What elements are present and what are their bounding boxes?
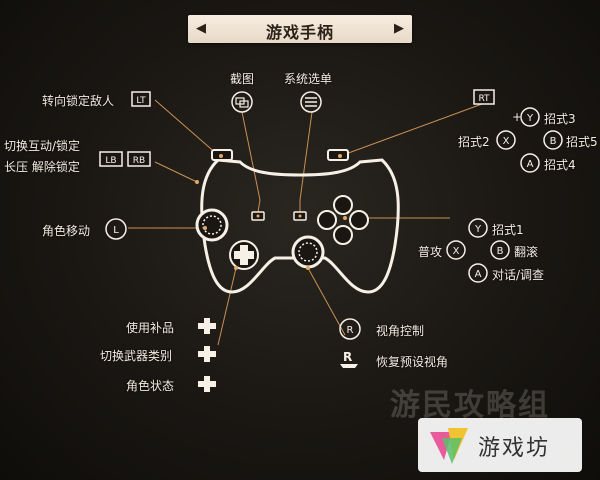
- b-icon: [490, 240, 510, 260]
- face-buttons-bottom: Y X B A: [446, 218, 510, 283]
- b-icon: [543, 130, 563, 150]
- label-hold-unlock: 长压 解除锁定: [4, 160, 80, 174]
- label-roll: 翻滚: [514, 245, 539, 259]
- svg-text:LT: LT: [136, 96, 146, 106]
- dpad-up-icon: [198, 318, 216, 334]
- label-talk: 对话/调查: [492, 268, 545, 282]
- a-icon: [520, 153, 540, 173]
- label-screenshot: 截图: [230, 72, 255, 86]
- label-style4: 招式4: [544, 158, 576, 172]
- svg-text:LB: LB: [105, 156, 116, 166]
- rb-bumper[interactable]: [327, 149, 349, 161]
- screenshot-icon: [231, 91, 253, 113]
- face-button-b[interactable]: [349, 210, 369, 230]
- rt-badge: RT: [473, 89, 495, 105]
- right-stick-icon: R: [339, 318, 361, 340]
- x-icon: [496, 130, 516, 150]
- logo: 游戏坊: [418, 418, 582, 472]
- label-style2: 招式2: [458, 135, 490, 149]
- label-move: 角色移动: [42, 224, 91, 238]
- face-button-a[interactable]: [333, 225, 353, 245]
- x-icon: [446, 240, 466, 260]
- gamepad: [195, 149, 400, 294]
- gamepad-outline: [200, 158, 400, 294]
- page-title: 游戏手柄: [265, 23, 334, 42]
- svg-text:X: X: [453, 246, 460, 257]
- svg-text:X: X: [503, 136, 510, 147]
- logo-mark-icon: [430, 428, 468, 464]
- right-stick-press-icon: R: [340, 350, 358, 368]
- face-button-y[interactable]: [333, 195, 353, 215]
- label-camera: 视角控制: [376, 324, 425, 338]
- title-bar: ◀ 游戏手柄 ▶: [188, 15, 412, 43]
- connector-lines: [128, 99, 483, 346]
- label-style5: 招式5: [566, 135, 598, 149]
- label-switch-weapon: 切换武器类别: [100, 349, 173, 363]
- label-plus: +: [512, 110, 523, 124]
- label-style1: 招式1: [492, 223, 524, 237]
- left-stick[interactable]: [195, 208, 229, 242]
- svg-text:B: B: [550, 136, 557, 147]
- label-attack: 普攻: [418, 245, 443, 259]
- label-system-menu: 系统选单: [284, 72, 333, 86]
- menu-icon: [300, 91, 322, 113]
- logo-text: 游戏坊: [478, 436, 551, 461]
- dpad[interactable]: [234, 245, 254, 265]
- title-next-arrow[interactable]: ▶: [394, 21, 404, 36]
- y-icon: [468, 218, 488, 238]
- svg-text:Y: Y: [474, 224, 482, 235]
- svg-text:RT: RT: [478, 94, 490, 104]
- face-buttons-top: Y X B A: [496, 107, 563, 173]
- title-prev-arrow[interactable]: ◀: [196, 21, 206, 36]
- svg-text:L: L: [113, 225, 119, 236]
- right-stick[interactable]: [291, 235, 325, 269]
- a-icon: [468, 263, 488, 283]
- svg-text:R: R: [347, 325, 354, 336]
- y-icon: [520, 107, 540, 127]
- lt-badge: LT: [131, 91, 151, 107]
- label-lt-target: 转向锁定敌人: [42, 94, 115, 108]
- label-reset-camera: 恢复预设视角: [376, 355, 449, 369]
- label-switch-lock: 切换互动/锁定: [4, 139, 81, 153]
- svg-text:A: A: [475, 269, 482, 280]
- dpad-left-right-icon: [198, 346, 216, 362]
- svg-text:Y: Y: [526, 113, 534, 124]
- svg-text:R: R: [343, 350, 352, 364]
- svg-text:A: A: [527, 159, 534, 170]
- svg-text:RB: RB: [133, 156, 145, 166]
- label-use-item: 使用补品: [126, 321, 175, 335]
- label-style3: 招式3: [544, 112, 576, 126]
- face-button-x[interactable]: [317, 210, 337, 230]
- rb-badge: RB: [127, 151, 151, 167]
- watermark: 游民攻略组: [390, 388, 550, 423]
- lb-badge: LB: [99, 151, 123, 167]
- label-status: 角色状态: [126, 379, 175, 393]
- dpad-down-icon: [198, 376, 216, 392]
- left-stick-icon: L: [105, 218, 127, 240]
- svg-text:B: B: [497, 246, 504, 257]
